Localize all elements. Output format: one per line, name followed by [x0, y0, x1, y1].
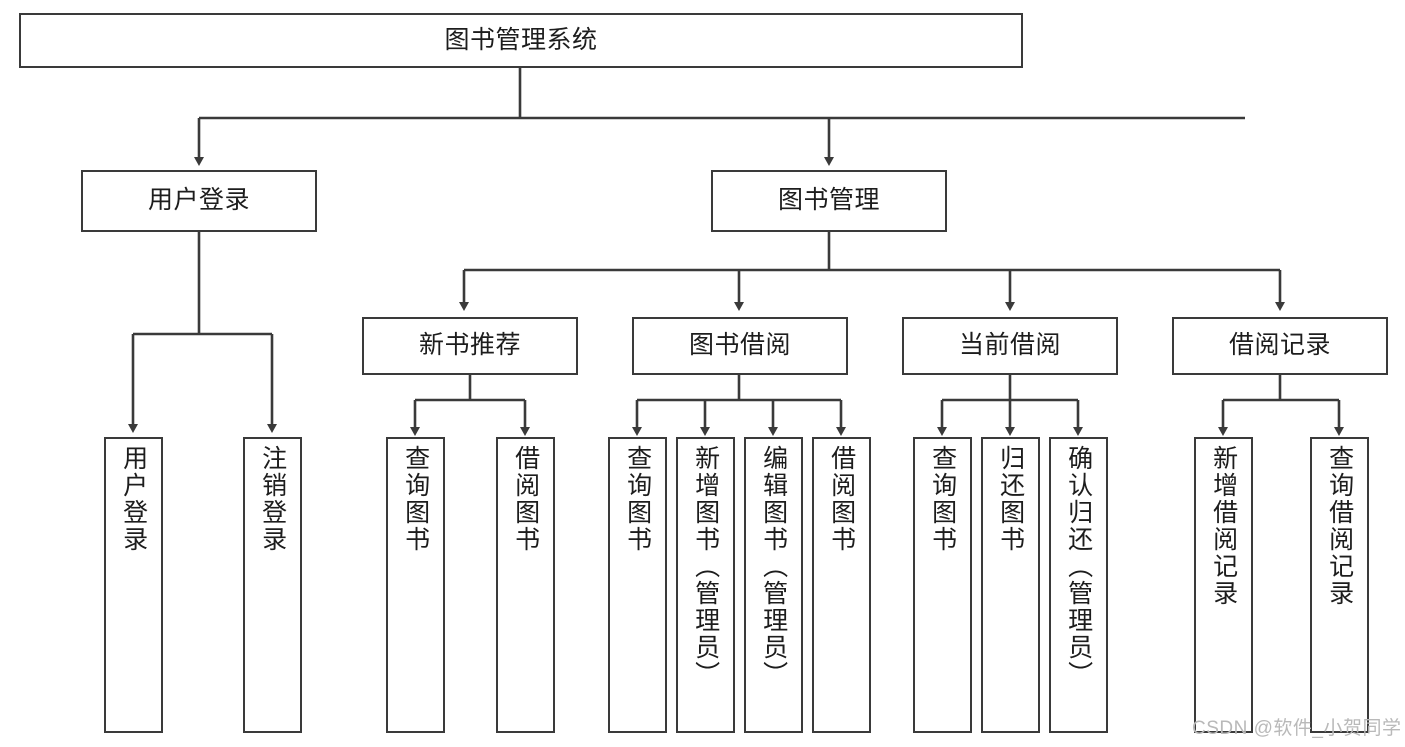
- node-new-book-recommend[interactable]: 新书推荐: [362, 317, 578, 375]
- node-leaf-add-record-label: 新增借阅记录: [1209, 445, 1238, 607]
- node-leaf-query-book-3-label: 查询图书: [928, 445, 957, 553]
- node-leaf-borrow-book-1-label: 借阅图书: [511, 445, 540, 553]
- node-book-manage[interactable]: 图书管理: [711, 170, 947, 232]
- node-leaf-user-logout-label: 注销登录: [258, 445, 287, 553]
- node-root-label: 图书管理系统: [444, 25, 598, 54]
- node-leaf-query-book-1-label: 查询图书: [401, 445, 430, 553]
- node-new-book-recommend-label: 新书推荐: [418, 331, 521, 360]
- node-leaf-return-book[interactable]: 归还图书: [981, 437, 1040, 733]
- node-leaf-edit-book-label: 编辑图书（管理员）: [759, 445, 788, 688]
- node-leaf-query-book-2[interactable]: 查询图书: [608, 437, 667, 733]
- node-leaf-confirm-return-label: 确认归还（管理员）: [1064, 445, 1093, 688]
- node-current-borrow-label: 当前借阅: [958, 331, 1061, 360]
- node-leaf-user-login[interactable]: 用户登录: [104, 437, 163, 733]
- node-root[interactable]: 图书管理系统: [19, 13, 1023, 68]
- node-book-borrow[interactable]: 图书借阅: [632, 317, 848, 375]
- node-leaf-query-book-3[interactable]: 查询图书: [913, 437, 972, 733]
- node-current-borrow[interactable]: 当前借阅: [902, 317, 1118, 375]
- node-leaf-query-record[interactable]: 查询借阅记录: [1310, 437, 1369, 733]
- node-leaf-query-book-2-label: 查询图书: [623, 445, 652, 553]
- node-leaf-borrow-book-2-label: 借阅图书: [827, 445, 856, 553]
- node-leaf-add-record[interactable]: 新增借阅记录: [1194, 437, 1253, 733]
- node-book-borrow-label: 图书借阅: [688, 331, 791, 360]
- node-borrow-record[interactable]: 借阅记录: [1172, 317, 1388, 375]
- node-leaf-query-record-label: 查询借阅记录: [1325, 445, 1354, 607]
- node-borrow-record-label: 借阅记录: [1228, 331, 1331, 360]
- node-leaf-add-book[interactable]: 新增图书（管理员）: [676, 437, 735, 733]
- node-leaf-query-book-1[interactable]: 查询图书: [386, 437, 445, 733]
- node-leaf-borrow-book-1[interactable]: 借阅图书: [496, 437, 555, 733]
- node-leaf-borrow-book-2[interactable]: 借阅图书: [812, 437, 871, 733]
- node-leaf-user-logout[interactable]: 注销登录: [243, 437, 302, 733]
- watermark: CSDN @软件_小贺同学: [1192, 718, 1402, 739]
- node-user-login-label: 用户登录: [147, 186, 250, 215]
- node-leaf-confirm-return[interactable]: 确认归还（管理员）: [1049, 437, 1108, 733]
- node-user-login[interactable]: 用户登录: [81, 170, 317, 232]
- node-leaf-edit-book[interactable]: 编辑图书（管理员）: [744, 437, 803, 733]
- node-leaf-add-book-label: 新增图书（管理员）: [691, 445, 720, 688]
- node-book-manage-label: 图书管理: [777, 186, 880, 215]
- node-leaf-return-book-label: 归还图书: [996, 445, 1025, 553]
- node-leaf-user-login-label: 用户登录: [119, 445, 148, 553]
